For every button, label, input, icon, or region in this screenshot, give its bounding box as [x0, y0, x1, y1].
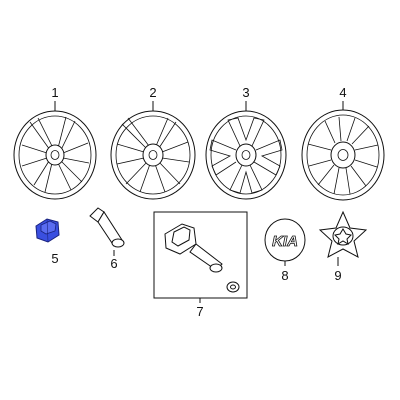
callout-8: 8: [281, 268, 288, 283]
valve-stem[interactable]: 6: [89, 207, 125, 271]
wheel-1[interactable]: 1: [13, 85, 97, 200]
callout-5: 5: [51, 251, 58, 266]
lug-nut-drawing: [35, 218, 60, 243]
callout-6: 6: [110, 256, 117, 271]
wheel-2-spokes: [116, 117, 190, 193]
wheel-4[interactable]: 4: [301, 85, 385, 201]
kia-emblem: KIA: [272, 233, 298, 250]
lug-nut[interactable]: 5: [35, 218, 60, 266]
wheel-2[interactable]: 2: [110, 85, 196, 200]
callout-4: 4: [339, 85, 346, 100]
wheel-3[interactable]: 3: [205, 85, 287, 200]
wheel-1-spokes: [21, 116, 90, 193]
tpms-sensor[interactable]: 7: [153, 211, 248, 319]
callout-7: 7: [196, 304, 203, 319]
callout-1: 1: [51, 85, 58, 100]
wheel-4-spokes: [307, 116, 379, 195]
callout-9: 9: [334, 268, 341, 283]
center-cap-8[interactable]: KIA 8: [264, 218, 306, 283]
star-cap-drawing: [318, 210, 368, 258]
tpms-sensor-drawing: [164, 223, 240, 293]
center-cap-9[interactable]: 9: [318, 210, 368, 283]
valve-stem-drawing: [89, 207, 125, 248]
callout-3: 3: [242, 85, 249, 100]
callout-2: 2: [149, 85, 156, 100]
wheel-3-spokes: [209, 117, 283, 194]
